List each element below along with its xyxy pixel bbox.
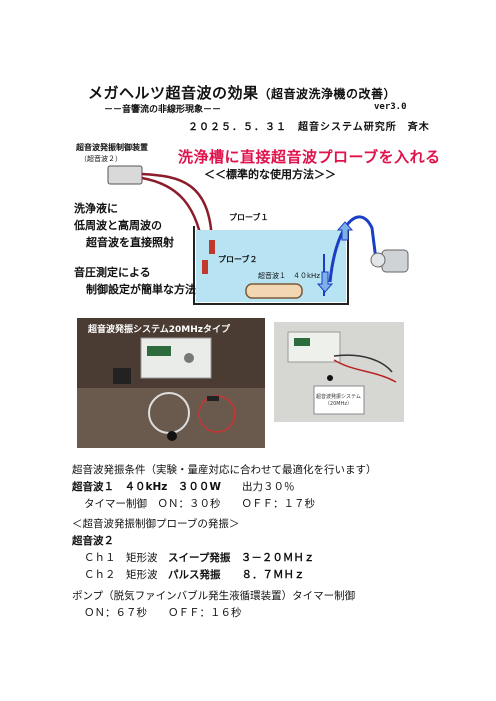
probe-title: ＜超音波発振制御プローブの発振＞	[72, 518, 240, 530]
conditions-section: 超音波発振条件（実験・量産対応に合わせて最適化を行います） 超音波１ ４０kHz…	[72, 462, 377, 513]
page-title: メガヘルツ超音波の効果（超音波洗浄機の改善）	[88, 84, 397, 102]
ch2-line: Ｃｈ２ 矩形波 パルス発振 ８．７ＭＨｚ	[84, 569, 305, 581]
controller-sublabel: （超音波２）	[80, 155, 122, 163]
probe1-label: プローブ１	[229, 213, 269, 222]
standard-method: ＜＜標準的な使用方法＞＞	[204, 168, 336, 181]
cleaning-tank	[193, 226, 349, 305]
timer1-line: タイマー制御 ＯＮ：３０秒 ＯＦＦ：１７秒	[84, 498, 315, 510]
pump-line: ポンプ（脱気ファインバブル発生液循環装置）タイマー制御	[72, 590, 356, 602]
pump-section: ポンプ（脱気ファインバブル発生液循環装置）タイマー制御 ＯＮ：６７秒 ＯＦＦ：１…	[72, 588, 355, 622]
left-description: 洗浄液に 低周波と高周波の 超音波を直接照射	[74, 202, 174, 249]
probe1-icon	[209, 240, 215, 254]
pump-hose	[328, 215, 378, 283]
diagram-graphic	[107, 165, 409, 305]
measure-description: 音圧測定による 制御設定が簡単な方法	[74, 266, 196, 296]
probe-section: ＜超音波発振制御プローブの発振＞ 超音波２ Ｃｈ１ 矩形波 スイープ発振 ３－２…	[72, 516, 314, 584]
photo-right-graphic	[274, 322, 404, 422]
ultrasonic1-line: 超音波１ ４０kHz ３００W 出力３０％	[72, 481, 295, 493]
version-label: ver3.0	[374, 102, 407, 112]
probe2-icon	[202, 260, 208, 274]
pump-timer-line: ＯＮ：６７秒 ＯＦＦ：１６秒	[84, 607, 242, 619]
down-arrow-icon	[316, 271, 334, 293]
controller-label: 超音波発振制御装置	[76, 143, 148, 152]
headline: 洗浄槽に直接超音波プローブを入れる	[178, 148, 441, 166]
photo-left	[77, 318, 265, 448]
probe2-label: プローブ２	[218, 255, 258, 264]
photo-left-graphic	[77, 318, 265, 448]
controller-box-icon	[107, 165, 143, 185]
product-card-label: 超音波発振システム （20MHz）	[316, 394, 361, 407]
pump-icon	[381, 249, 409, 273]
ch1-line: Ｃｈ１ 矩形波 スイープ発振 ３－２０ＭＨｚ	[84, 552, 315, 564]
probe1-cable	[141, 172, 214, 243]
pump-head-icon	[370, 252, 386, 268]
conditions-title: 超音波発振条件（実験・量産対応に合わせて最適化を行います）	[72, 464, 377, 476]
setup-diagram	[60, 132, 420, 322]
date-line: ２０２５．５．３１ 超音システム研究所 斉木	[188, 122, 430, 133]
page-subtitle: －－音響流の非線形現象－－	[104, 105, 222, 115]
photo-right	[274, 322, 404, 422]
up-arrow-icon	[336, 221, 354, 241]
tank-transducer-label: 超音波１ ４０kHz	[258, 272, 320, 280]
ultrasonic2-label: 超音波２	[72, 535, 114, 547]
transducer-icon	[245, 283, 303, 299]
photo-left-label: 超音波発振システム20MHzタイプ	[88, 325, 230, 335]
